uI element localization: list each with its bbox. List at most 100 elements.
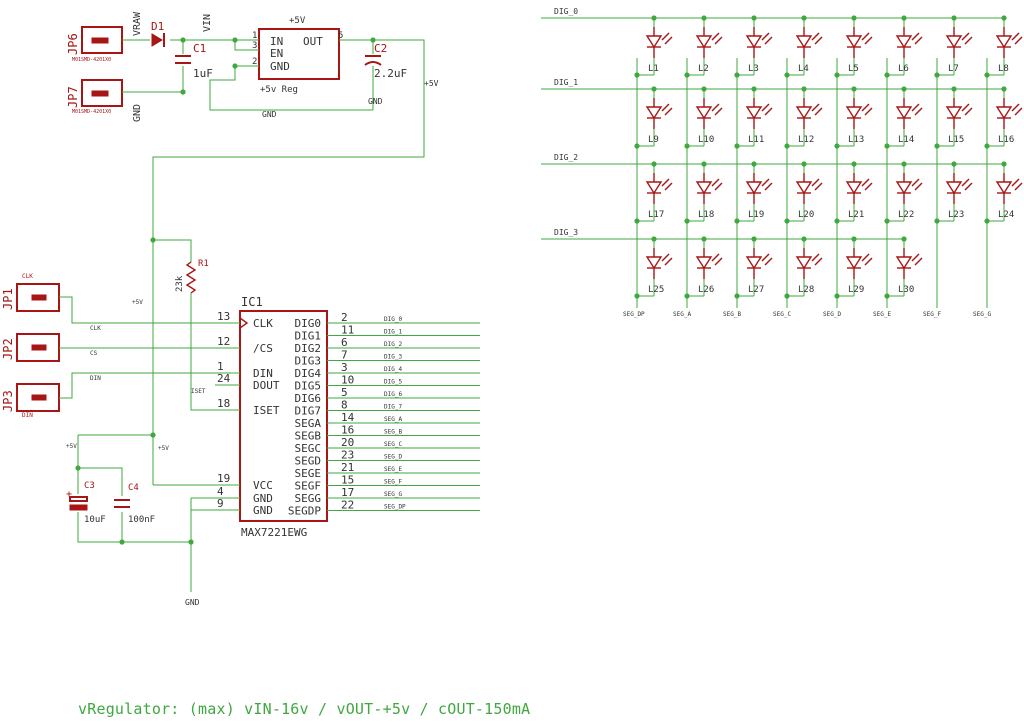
junction-dot: [951, 161, 957, 167]
segment-column-label: SEG_B: [723, 311, 741, 318]
led-symbol: [895, 181, 913, 195]
led-label: L20: [798, 210, 814, 220]
c3-value: 10uF: [84, 515, 106, 525]
led-symbol: [745, 256, 763, 270]
net-din: DIN: [90, 375, 101, 382]
wire-ic-gnd: [190, 497, 240, 592]
led-emission-arrow: [961, 103, 970, 112]
junction-dot: [232, 37, 238, 43]
ic1-right-pin-number: 5: [341, 386, 348, 399]
led-label: L15: [948, 135, 964, 145]
ic1-right-pin-number: 8: [341, 399, 348, 412]
junction-dot: [651, 86, 657, 92]
junction-dot: [651, 161, 657, 167]
jp7-connector: [81, 79, 123, 107]
led-label: L14: [898, 135, 914, 145]
digit-row-label: DIG_3: [554, 228, 578, 237]
ic1-right-net-label: DIG_2: [384, 341, 402, 348]
junction-dot: [651, 15, 657, 21]
led-emission-arrow: [714, 257, 723, 266]
regulator-pin-stubs: [250, 39, 345, 67]
ic1-right-pin-number: 3: [341, 361, 348, 374]
ic1-right-net-label: SEG_C: [384, 441, 402, 448]
regulator-name: +5v Reg: [260, 85, 298, 95]
junction-dot: [751, 161, 757, 167]
regulator-note: vRegulator: (max) vIN-16v / vOUT-+5v / c…: [78, 700, 531, 718]
junction-dot: [984, 218, 990, 224]
led-symbol: [895, 256, 913, 270]
led-emission-arrow: [664, 182, 673, 191]
jp1-pin: [31, 294, 47, 301]
led-label: L4: [798, 64, 809, 74]
led-emission-arrow: [814, 107, 823, 116]
led-label: L1: [648, 64, 659, 74]
led-symbol: [995, 181, 1013, 195]
ic1-right-pin-name: DIG5: [295, 380, 322, 393]
wire-c-gnd: [77, 512, 191, 543]
gnd-label-jp7: GND: [132, 104, 143, 122]
r1-resistor: [185, 261, 197, 294]
junction-dot: [784, 293, 790, 299]
ic1-right-pin-name: SEGA: [295, 417, 322, 430]
junction-dot: [701, 236, 707, 242]
led-emission-arrow: [714, 182, 723, 191]
ic1-left-pin-number: 9: [217, 497, 224, 510]
junction-dot: [934, 143, 940, 149]
junction-dot: [1001, 86, 1007, 92]
led-emission-arrow: [811, 103, 820, 112]
vin-label: VIN: [202, 14, 213, 32]
regulator-pin-gnd: GND: [270, 60, 290, 73]
led-label: L17: [648, 210, 664, 220]
wire-din: [59, 372, 240, 399]
ic1-left-pin-number: 19: [217, 472, 230, 485]
led-emission-arrow: [964, 107, 973, 116]
led-symbol: [695, 256, 713, 270]
jp3-pin: [31, 394, 47, 401]
led-emission-arrow: [661, 253, 670, 262]
ic1-right-pin-name: DIG7: [295, 405, 322, 418]
ic1-right-pin-name: SEGC: [295, 442, 322, 455]
led-label: L11: [748, 135, 764, 145]
junction-dot: [751, 15, 757, 21]
led-symbol: [645, 106, 663, 120]
led-symbol: [945, 35, 963, 49]
led-emission-arrow: [1014, 107, 1023, 116]
led-emission-arrow: [911, 32, 920, 41]
junction-dot: [188, 539, 194, 545]
regulator-num-in: 1: [252, 31, 257, 41]
junction-dot: [150, 432, 156, 438]
led-label: L26: [698, 285, 714, 295]
led-emission-arrow: [864, 107, 873, 116]
segment-column-label: SEG_A: [673, 311, 691, 318]
led-symbol: [795, 181, 813, 195]
ic1-left-pin-number: 18: [217, 397, 230, 410]
led-label: L24: [998, 210, 1014, 220]
led-emission-arrow: [661, 178, 670, 187]
wire-en: [234, 40, 250, 51]
led-symbol: [795, 256, 813, 270]
ic1-right-pin-name: SEGG: [295, 492, 322, 505]
led-symbol: [745, 106, 763, 120]
ic1-right-net-label: SEG_DP: [384, 504, 406, 511]
junction-dot: [684, 218, 690, 224]
jp7-sub: M01SMD-4201X0: [72, 109, 111, 115]
ic1-right-pin-name: DIG1: [295, 330, 322, 343]
junction-dot: [784, 218, 790, 224]
junction-dot: [75, 465, 81, 471]
junction-dot: [801, 86, 807, 92]
segment-column-label: SEG_E: [873, 311, 891, 318]
junction-dot: [751, 86, 757, 92]
led-emission-arrow: [811, 178, 820, 187]
segment-column-label: SEG_C: [773, 311, 791, 318]
led-emission-arrow: [714, 36, 723, 45]
led-emission-arrow: [711, 178, 720, 187]
led-emission-arrow: [811, 32, 820, 41]
led-symbol: [845, 35, 863, 49]
led-symbol: [695, 106, 713, 120]
d1-diode: [151, 33, 163, 47]
ic1-left-pin-name: CLK: [253, 317, 273, 330]
c4-ref: C4: [128, 483, 139, 493]
segment-column-label: SEG_G: [973, 311, 991, 318]
led-symbol: [645, 35, 663, 49]
